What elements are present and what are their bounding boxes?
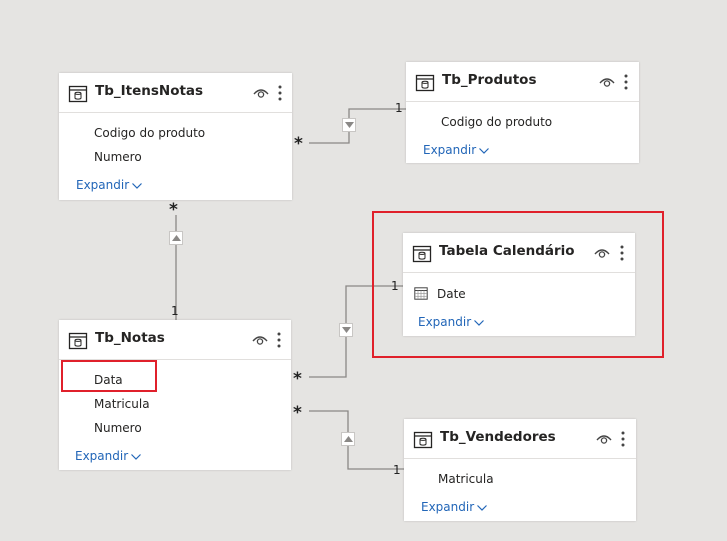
table-card-header[interactable]: Tb_Produtos xyxy=(406,62,639,102)
relationship-line-itensnotas-produtos xyxy=(309,108,406,144)
more-options-icon[interactable] xyxy=(619,244,625,262)
table-card-header[interactable]: Tb_ItensNotas xyxy=(59,73,292,113)
cardinality-one-label: 1 xyxy=(391,279,399,293)
chevron-down-icon xyxy=(477,504,488,511)
eye-icon[interactable] xyxy=(253,86,269,100)
table-title: Tb_Produtos xyxy=(442,72,537,88)
more-options-icon[interactable] xyxy=(623,73,629,91)
table-title: Tb_Vendedores xyxy=(440,429,556,445)
field-numero[interactable]: Numero xyxy=(94,421,142,435)
expand-label: Expandir xyxy=(75,449,129,463)
highlight-box-calendario xyxy=(372,211,664,358)
filter-arrow-icon[interactable] xyxy=(169,231,183,245)
expand-link[interactable]: Expandir xyxy=(75,449,142,463)
expand-label: Expandir xyxy=(421,500,475,514)
table-card-notas[interactable]: Tb_Notas Data Matricula Numero Expandir xyxy=(59,320,291,470)
more-options-icon[interactable] xyxy=(620,430,626,448)
table-title: Tabela Calendário xyxy=(439,243,575,259)
table-card-vendedores[interactable]: Tb_Vendedores Matricula Expandir xyxy=(404,419,636,521)
cardinality-one-label: 1 xyxy=(395,101,403,115)
cardinality-one-label: 1 xyxy=(171,304,179,318)
field-codigo-do-produto[interactable]: Codigo do produto xyxy=(441,115,553,129)
expand-label: Expandir xyxy=(76,178,130,192)
more-options-icon[interactable] xyxy=(277,84,283,102)
more-options-icon[interactable] xyxy=(276,331,282,349)
table-icon xyxy=(415,74,435,92)
table-card-header[interactable]: Tb_Vendedores xyxy=(404,419,636,459)
expand-link[interactable]: Expandir xyxy=(418,315,485,329)
filter-arrow-icon[interactable] xyxy=(341,432,355,446)
eye-icon[interactable] xyxy=(596,432,612,446)
highlight-box-data-field xyxy=(61,360,157,392)
field-matricula[interactable]: Matricula xyxy=(438,472,494,486)
table-icon xyxy=(68,85,88,103)
cardinality-many-label: * xyxy=(294,134,303,154)
chevron-down-icon xyxy=(479,147,490,154)
field-date[interactable]: Date xyxy=(437,287,466,301)
expand-label: Expandir xyxy=(423,143,477,157)
table-icon xyxy=(412,245,432,263)
table-card-header[interactable]: Tb_Notas xyxy=(59,320,291,360)
eye-icon[interactable] xyxy=(252,333,268,347)
filter-arrow-icon[interactable] xyxy=(342,118,356,132)
expand-link[interactable]: Expandir xyxy=(423,143,490,157)
filter-arrow-icon[interactable] xyxy=(339,323,353,337)
eye-icon[interactable] xyxy=(599,75,615,89)
table-icon xyxy=(68,332,88,350)
table-icon xyxy=(413,431,433,449)
chevron-down-icon xyxy=(131,453,142,460)
table-card-itensnotas[interactable]: Tb_ItensNotas Codigo do produto Numero E… xyxy=(59,73,292,200)
expand-label: Expandir xyxy=(418,315,472,329)
field-codigo-do-produto[interactable]: Codigo do produto xyxy=(94,126,206,140)
cardinality-many-label: * xyxy=(169,200,178,220)
chevron-down-icon xyxy=(474,319,485,326)
cardinality-one-label: 1 xyxy=(393,463,401,477)
table-card-produtos[interactable]: Tb_Produtos Codigo do produto Expandir xyxy=(406,62,639,163)
table-title: Tb_ItensNotas xyxy=(95,83,204,99)
chevron-down-icon xyxy=(132,182,143,189)
eye-icon[interactable] xyxy=(594,246,610,260)
field-matricula[interactable]: Matricula xyxy=(94,397,150,411)
table-card-header[interactable]: Tabela Calendário xyxy=(403,233,635,273)
table-title: Tb_Notas xyxy=(95,330,165,346)
calendar-icon xyxy=(414,287,428,300)
cardinality-many-label: * xyxy=(293,403,302,423)
field-data[interactable]: Data xyxy=(94,373,123,387)
cardinality-many-label: * xyxy=(293,369,302,389)
relationship-line-notas-vendedores xyxy=(309,410,404,470)
table-card-calendario[interactable]: Tabela Calendário Date Expandir xyxy=(403,233,635,336)
expand-link[interactable]: Expandir xyxy=(76,178,143,192)
expand-link[interactable]: Expandir xyxy=(421,500,488,514)
field-numero[interactable]: Numero xyxy=(94,150,142,164)
